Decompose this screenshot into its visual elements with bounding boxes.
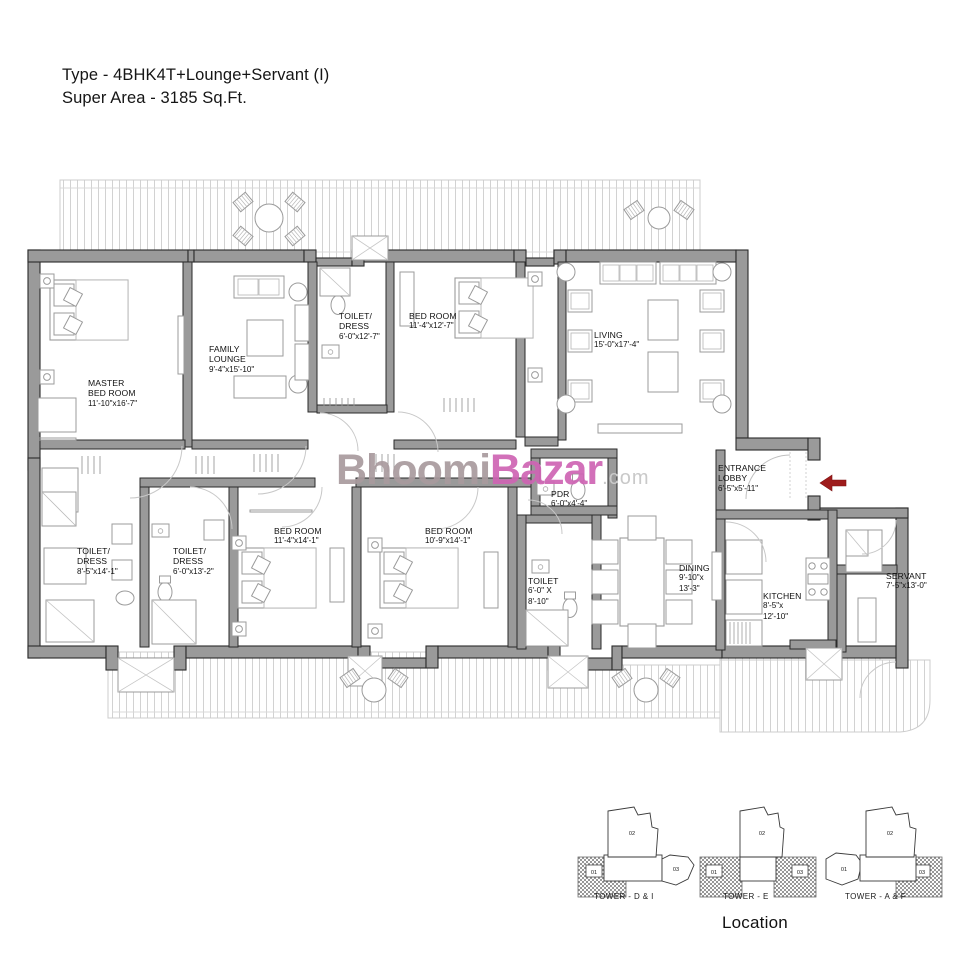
bedroom-left-furniture xyxy=(231,454,345,637)
svg-text:03: 03 xyxy=(919,870,925,876)
toilet-dress-mid-fixtures xyxy=(151,456,233,645)
svg-text:02: 02 xyxy=(887,831,893,837)
room-label-master-bed-room: MASTER BED ROOM 11'-10"x16'-7" xyxy=(88,378,137,409)
room-dimension: 15'-0"x17'-4" xyxy=(594,340,640,350)
room-name-line2: LOUNGE xyxy=(209,354,246,365)
room-name-line2: DRESS xyxy=(173,556,204,567)
room-name-line1: SERVANT xyxy=(886,571,927,581)
room-name-line1: TOILET xyxy=(528,576,559,586)
room-name-line1: DINING xyxy=(679,563,710,573)
unit-label-03: 03 xyxy=(673,867,679,873)
kitchen-fittings xyxy=(711,521,831,647)
terrace-furniture-top xyxy=(232,191,695,247)
room-label-dining: DINING 9'-10"x 13'-3" xyxy=(679,563,710,594)
room-name-line2: LOBBY xyxy=(718,473,748,484)
room-label-bed-room-top: BED ROOM 11'-4"x12'-7" xyxy=(409,311,457,332)
room-dimension: 6'-0"x13'-2" xyxy=(173,566,214,576)
svg-text:01: 01 xyxy=(841,867,847,873)
room-name-line1: TOILET/ xyxy=(173,546,207,556)
room-name-line2: BED ROOM xyxy=(88,388,136,399)
room-dimension: 7'-5"x13'-0" xyxy=(886,581,927,591)
room-name-line2: DRESS xyxy=(77,556,108,567)
toilet-dress-top-fixtures xyxy=(319,267,359,452)
keyplan-caption-tower-d-i: TOWER - D & I xyxy=(594,892,654,901)
room-label-family-lounge: FAMILY LOUNGE 9'-4"x15'-10" xyxy=(209,344,254,375)
bedroom-top-furniture xyxy=(397,271,543,453)
plan-area-line: Super Area - 3185 Sq.Ft. xyxy=(62,89,247,107)
location-caption: Location xyxy=(722,913,788,932)
room-dimension-line2: 12'-10" xyxy=(763,611,789,621)
toilet-dress-left-fixtures xyxy=(41,456,135,643)
room-dimension: 11'-10"x16'-7" xyxy=(88,398,138,408)
room-name-line1: TOILET/ xyxy=(339,311,373,321)
room-dimension-line1: 6'-0" X xyxy=(528,586,552,596)
room-label-bed-room-left: BED ROOM 11'-4"x14'-1" xyxy=(274,526,322,547)
room-name-line1: TOILET/ xyxy=(77,546,111,556)
room-name-line1: ENTRANCE xyxy=(718,463,767,473)
keyplan-caption-tower-e: TOWER - E xyxy=(723,892,769,901)
living-furniture xyxy=(556,261,732,434)
room-dimension: 6'-0"x4'-4" xyxy=(551,499,588,509)
room-dimension: 6'-0"x12'-7" xyxy=(339,331,380,341)
room-name-line1: LIVING xyxy=(594,330,623,340)
room-dimension-line1: 9'-10"x xyxy=(679,573,704,583)
key-plan-tower-d-i: 01 02 03 xyxy=(577,806,695,898)
unit-label-01: 01 xyxy=(591,870,597,876)
svg-text:03: 03 xyxy=(797,870,803,876)
room-name-line1: MASTER xyxy=(88,378,125,388)
room-label-toilet-dress-top: TOILET/ DRESS 6'-0"x12'-7" xyxy=(339,311,380,342)
key-plan-tower-a-f: 03 01 02 xyxy=(825,806,943,898)
entry-direction-arrow xyxy=(819,474,847,492)
room-label-living: LIVING 15'-0"x17'-4" xyxy=(594,330,639,351)
master-bedroom-furniture xyxy=(37,273,185,585)
room-label-toilet-center: TOILET 6'-0" X 8'-10" xyxy=(528,576,559,607)
servant-room-furniture xyxy=(845,519,897,699)
room-dimension: 11'-4"x12'-7" xyxy=(409,321,454,331)
dining-furniture xyxy=(591,515,693,649)
room-label-entrance-lobby: ENTRANCE LOBBY 6'-5"x5'-11" xyxy=(718,463,766,494)
plan-heading: Type - 4BHK4T+Lounge+Servant (I) Super A… xyxy=(62,64,329,110)
room-label-bed-room-center: BED ROOM 10'-9"x14'-1" xyxy=(425,526,473,547)
room-dimension: 11'-4"x14'-1" xyxy=(274,536,319,546)
bedroom-center-furniture xyxy=(367,454,499,639)
svg-text:01: 01 xyxy=(711,870,717,876)
room-dimension-line2: 13'-3" xyxy=(679,583,700,593)
room-dimension: 9'-4"x15'-10" xyxy=(209,364,255,374)
room-dimension-line1: 8'-5"x xyxy=(763,601,784,611)
toilet-center-fixtures xyxy=(525,499,578,647)
room-label-toilet-dress-mid: TOILET/ DRESS 6'-0"x13'-2" xyxy=(173,546,214,577)
room-dimension: 6'-5"x5'-11" xyxy=(718,483,759,493)
room-label-servant: SERVANT 7'-5"x13'-0" xyxy=(886,571,927,592)
room-name-line2: DRESS xyxy=(339,321,370,332)
entrance-lobby-detail xyxy=(745,452,807,500)
room-dimension-line2: 8'-10" xyxy=(528,596,549,606)
family-lounge-furniture xyxy=(233,275,310,495)
room-name-line1: KITCHEN xyxy=(763,591,802,601)
keyplan-caption-tower-a-f: TOWER - A & F xyxy=(845,892,907,901)
room-dimension: 10'-9"x14'-1" xyxy=(425,536,471,546)
room-label-toilet-dress-left: TOILET/ DRESS 8'-5"x14'-1" xyxy=(77,546,118,577)
room-name-line1: BED ROOM xyxy=(274,526,322,536)
terrace-furniture-bottom xyxy=(339,667,681,703)
right-lower-terrace xyxy=(719,659,931,733)
room-name-line1: FAMILY xyxy=(209,344,240,354)
plan-type-line: Type - 4BHK4T+Lounge+Servant (I) xyxy=(62,66,330,84)
room-label-powder-room: PDR 6'-0"x4'-4" xyxy=(551,489,587,510)
room-name-line1: PDR xyxy=(551,489,570,499)
room-label-kitchen: KITCHEN 8'-5"x 12'-10" xyxy=(763,591,801,622)
room-name-line1: BED ROOM xyxy=(409,311,457,321)
unit-label-02: 02 xyxy=(629,831,635,837)
room-dimension: 8'-5"x14'-1" xyxy=(77,566,118,576)
svg-text:02: 02 xyxy=(759,831,765,837)
room-name-line1: BED ROOM xyxy=(425,526,473,536)
key-plan-tower-e: 01 03 02 xyxy=(699,806,817,898)
